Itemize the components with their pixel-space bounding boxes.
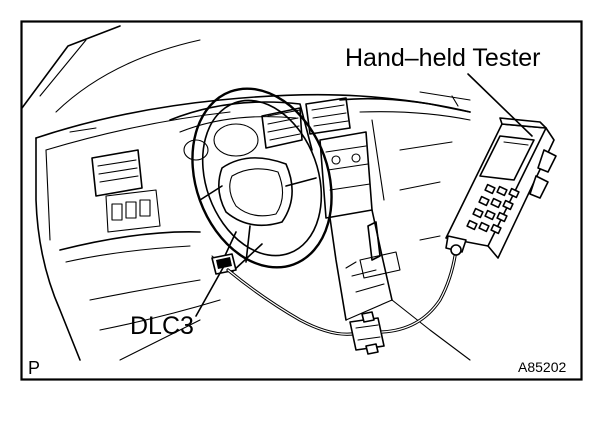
- center-vents: [261, 97, 351, 149]
- instrument-cluster: [169, 101, 313, 161]
- dlc3-connector: [211, 253, 237, 275]
- center-stack: [319, 119, 393, 321]
- dashboard: [35, 91, 471, 361]
- tester-leader-line: [467, 73, 533, 137]
- dlc3-label: DLC3: [130, 312, 194, 340]
- tester-keypad: [466, 183, 520, 235]
- dlc3-leader-line: [195, 265, 225, 317]
- switch-panel: [105, 189, 161, 233]
- steering-wheel: [191, 87, 333, 277]
- passenger-side: [391, 141, 471, 361]
- figure-frame: [20, 20, 583, 381]
- cable-interface-box: [349, 311, 385, 355]
- tester-label: Hand–held Tester: [345, 44, 541, 72]
- shift-lever: [345, 221, 401, 279]
- corner-mark: P: [28, 358, 40, 378]
- left-air-vent: [69, 127, 143, 197]
- windshield-pillar: [21, 25, 201, 113]
- figure-id: A85202: [518, 359, 566, 375]
- tester-cable: [226, 268, 354, 336]
- tester-cable-upper: [380, 248, 458, 334]
- hand-held-tester: [445, 117, 557, 259]
